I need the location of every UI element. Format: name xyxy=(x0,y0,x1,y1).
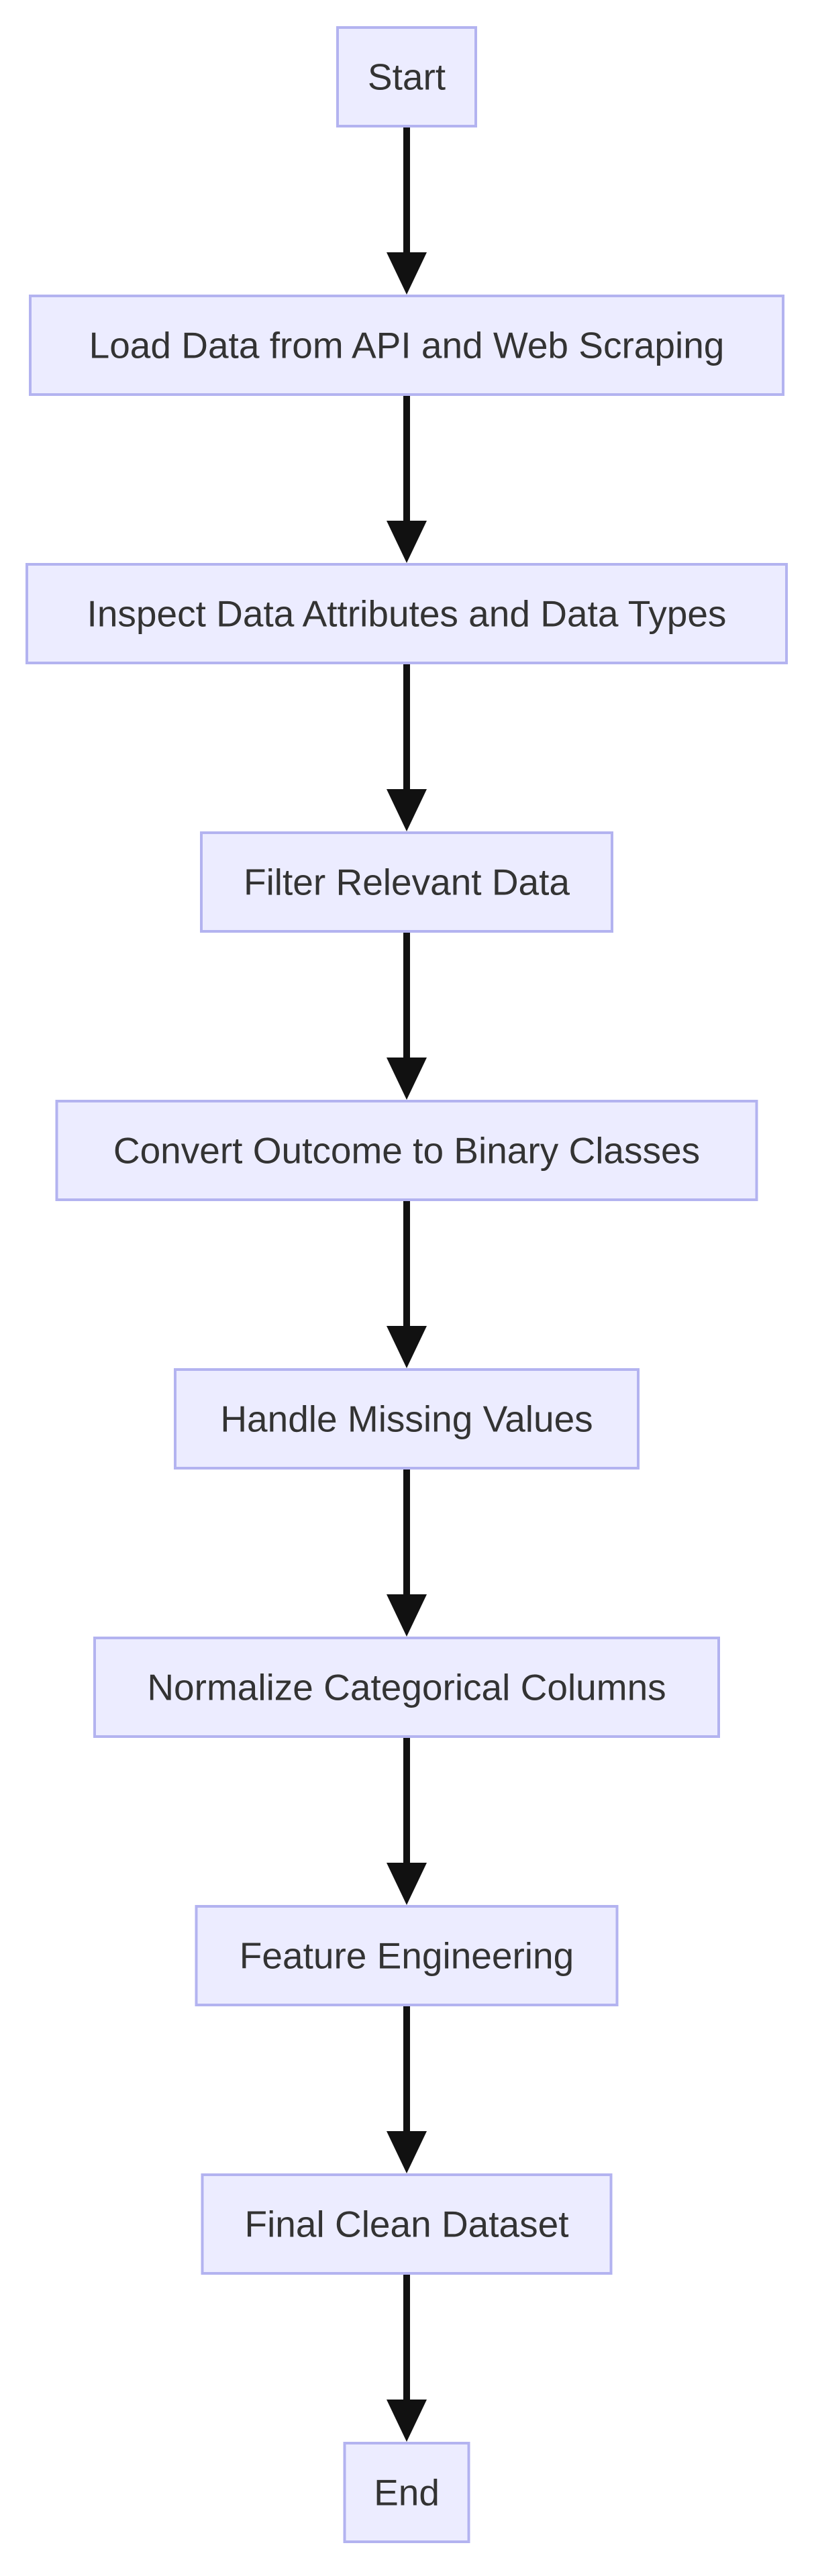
node-convert: Convert Outcome to Binary Classes xyxy=(55,1100,758,1201)
edge-missing-to-normalize xyxy=(387,1470,427,1637)
node-box-final xyxy=(201,2173,613,2275)
node-box-filter xyxy=(200,831,613,933)
node-normalize: Normalize Categorical Columns xyxy=(93,1637,720,1738)
arrowhead-icon xyxy=(387,1594,427,1637)
arrowhead-icon xyxy=(387,521,427,563)
node-end: End xyxy=(343,2442,470,2543)
node-box-normalize xyxy=(93,1637,720,1738)
arrowhead-icon xyxy=(387,1326,427,1368)
edge-convert-to-missing xyxy=(387,1201,427,1368)
node-box-convert xyxy=(55,1100,758,1201)
node-start: Start xyxy=(336,26,477,127)
node-feature: Feature Engineering xyxy=(195,1905,619,2006)
edge-filter-to-convert xyxy=(387,933,427,1100)
node-missing: Handle Missing Values xyxy=(174,1368,640,1470)
arrowhead-icon xyxy=(387,1058,427,1100)
edge-normalize-to-feature xyxy=(387,1738,427,1905)
node-label-normalize: Normalize Categorical Columns xyxy=(147,1667,666,1708)
edges-layer xyxy=(387,127,427,2442)
arrowhead-icon xyxy=(387,2131,427,2173)
node-load: Load Data from API and Web Scraping xyxy=(29,295,784,396)
edge-load-to-inspect xyxy=(387,396,427,563)
node-label-start: Start xyxy=(368,56,446,98)
node-box-load xyxy=(29,295,784,396)
node-label-inspect: Inspect Data Attributes and Data Types xyxy=(87,593,727,635)
node-label-feature: Feature Engineering xyxy=(240,1935,574,1977)
node-label-convert: Convert Outcome to Binary Classes xyxy=(113,1130,700,1172)
edge-final-to-end xyxy=(387,2275,427,2442)
arrowhead-icon xyxy=(387,2400,427,2442)
node-label-load: Load Data from API and Web Scraping xyxy=(89,325,725,366)
node-box-start xyxy=(336,26,477,127)
node-label-filter: Filter Relevant Data xyxy=(244,862,570,903)
edge-inspect-to-filter xyxy=(387,664,427,831)
edge-feature-to-final xyxy=(387,2006,427,2173)
edge-start-to-load xyxy=(387,127,427,295)
node-filter: Filter Relevant Data xyxy=(200,831,613,933)
node-box-end xyxy=(343,2442,470,2543)
node-box-feature xyxy=(195,1905,619,2006)
arrowhead-icon xyxy=(387,789,427,831)
node-label-missing: Handle Missing Values xyxy=(220,1398,593,1440)
node-final: Final Clean Dataset xyxy=(201,2173,613,2275)
node-label-final: Final Clean Dataset xyxy=(244,2204,568,2245)
node-inspect: Inspect Data Attributes and Data Types xyxy=(26,563,788,664)
arrowhead-icon xyxy=(387,1863,427,1905)
arrowhead-icon xyxy=(387,252,427,295)
node-box-missing xyxy=(174,1368,640,1470)
node-box-inspect xyxy=(26,563,788,664)
node-label-end: End xyxy=(374,2472,440,2514)
